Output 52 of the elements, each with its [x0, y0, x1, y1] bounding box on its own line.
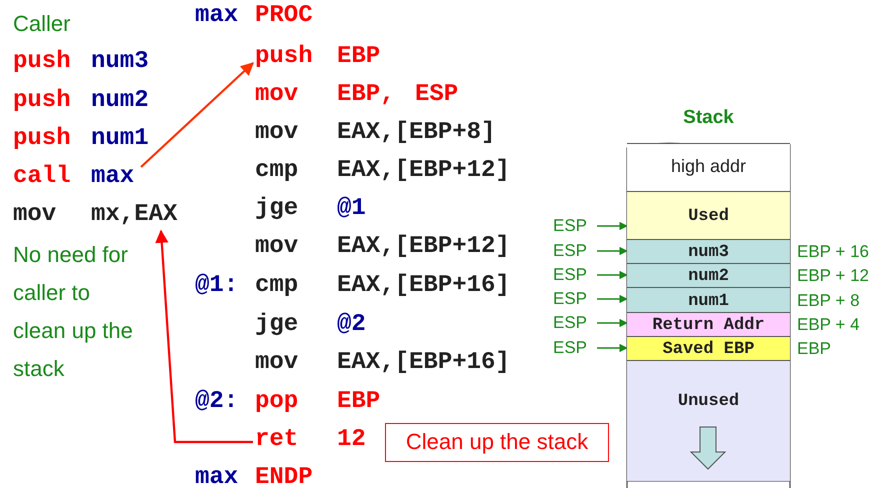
- code-line: call max: [13, 163, 135, 191]
- code-line: ret 12: [255, 426, 366, 454]
- code-line: push EBP: [255, 43, 381, 71]
- register-label: ESP: [553, 289, 588, 309]
- register-label: ESP: [553, 313, 588, 333]
- code-line: @1: cmp EAX,[EBP+16]: [195, 272, 510, 300]
- code-line: cmp EAX,[EBP+12]: [255, 157, 510, 185]
- arrow: [597, 270, 628, 280]
- code-line: mov EAX,[EBP+8]: [255, 119, 496, 147]
- stack-cell: [627, 360, 790, 481]
- cell-text: Return Addr: [652, 316, 765, 335]
- code-line: push num2: [13, 87, 149, 115]
- register-label: ESP: [553, 241, 588, 261]
- code-line: max ENDP: [195, 464, 313, 488]
- arrow: [597, 344, 628, 352]
- stack-heading: Stack: [682, 107, 735, 129]
- note-text: No need for caller to clean up the stack: [13, 241, 134, 383]
- register-label: ESP: [553, 338, 588, 358]
- stack-cell: [627, 191, 790, 239]
- cell-text: Used: [688, 207, 729, 226]
- code-line: mov EAX,[EBP+12]: [255, 233, 510, 261]
- cell-text: Unused: [678, 392, 740, 411]
- arrow: [597, 222, 628, 230]
- arrow: [597, 246, 628, 256]
- code-line: mov mx,EAX: [13, 201, 178, 229]
- code-line: mov EBP, ESP: [255, 81, 459, 109]
- code-line: mov EAX,[EBP+16]: [255, 349, 510, 377]
- arrow: [155, 230, 253, 444]
- register-label: ESP: [553, 265, 588, 285]
- cell-text: num2: [688, 267, 729, 286]
- offset-label: EBP + 4: [797, 314, 860, 336]
- register-label: ESP: [553, 216, 588, 236]
- offset-label: EBP + 8: [797, 290, 860, 312]
- code-line: push num3: [13, 48, 149, 76]
- callout-box: Clean up the stack: [385, 423, 609, 462]
- code-line: jge @1: [255, 195, 366, 223]
- code-line: @2: pop EBP: [195, 388, 381, 416]
- arrow: [140, 62, 254, 168]
- code-line: jge @2: [255, 311, 366, 339]
- arrow: [597, 294, 628, 304]
- arrow: [597, 318, 628, 328]
- stack-cell: [627, 143, 790, 191]
- cell-text: high addr: [670, 156, 746, 177]
- offset-label: EBP: [797, 338, 832, 360]
- offset-label: EBP + 16: [797, 241, 869, 263]
- code-line: push num1: [13, 125, 149, 153]
- cell-text: num1: [688, 292, 729, 311]
- caption-heading: Caller: [13, 10, 72, 38]
- offset-label: EBP + 12: [797, 265, 869, 287]
- cell-text: Saved EBP: [662, 340, 754, 359]
- cell-text: num3: [688, 243, 729, 262]
- code-line: max PROC: [195, 2, 313, 30]
